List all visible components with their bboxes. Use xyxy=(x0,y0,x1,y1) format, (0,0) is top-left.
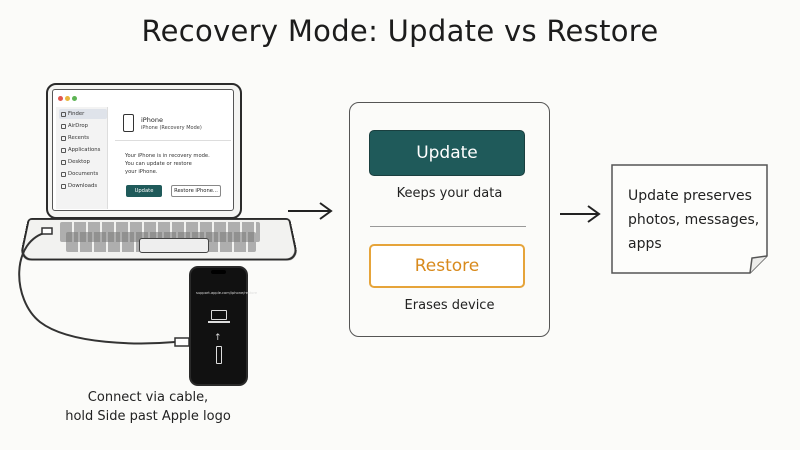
applications-icon xyxy=(61,147,66,153)
iphone xyxy=(189,266,248,386)
sidebar-item-airdrop[interactable]: AirDrop xyxy=(59,121,107,131)
trackpad xyxy=(139,238,209,253)
sidebar-item-recents[interactable]: Recents xyxy=(59,133,107,143)
up-arrow-icon: ↑ xyxy=(214,333,222,343)
arrow-right-icon xyxy=(560,205,601,223)
minimize-dot-icon xyxy=(65,96,70,101)
page-title: Recovery Mode: Update vs Restore xyxy=(141,14,659,48)
restore-option[interactable]: Restore xyxy=(369,244,525,288)
laptop-icon-base xyxy=(208,321,230,323)
device-status: iPhone (Recovery Mode) xyxy=(141,125,202,131)
update-description: Keeps your data xyxy=(396,186,503,201)
support-url: support.apple.com/iphone/restore xyxy=(196,291,258,295)
finder-window: Finder AirDrop Recents Applications Desk… xyxy=(52,89,234,211)
document-icon xyxy=(61,171,66,177)
cable-icon xyxy=(216,346,222,364)
download-icon xyxy=(61,183,66,189)
restore-iphone-button[interactable]: Restore iPhone... xyxy=(171,185,221,197)
zoom-dot-icon xyxy=(72,96,77,101)
note-card xyxy=(611,164,768,274)
note-text: Update preserves photos, messages, apps xyxy=(628,188,760,252)
sidebar-item-downloads[interactable]: Downloads xyxy=(59,181,107,191)
sidebar-item-finder[interactable]: Finder xyxy=(59,109,107,119)
clock-icon xyxy=(61,135,66,141)
finder-sidebar: Finder AirDrop Recents Applications Desk… xyxy=(56,107,108,209)
finder-icon xyxy=(61,111,66,117)
arrow-right-icon xyxy=(288,202,333,220)
sidebar-item-desktop[interactable]: Desktop xyxy=(59,157,107,167)
device-name: iPhone xyxy=(141,116,163,124)
phone-notch xyxy=(211,270,226,274)
airdrop-icon xyxy=(61,123,66,129)
iphone-icon xyxy=(123,114,134,132)
update-option[interactable]: Update xyxy=(369,130,525,176)
recovery-message: Your iPhone is in recovery mode. You can… xyxy=(125,153,210,175)
sidebar-item-applications[interactable]: Applications xyxy=(59,145,107,155)
laptop-icon xyxy=(211,310,227,320)
restore-description: Erases device xyxy=(404,298,495,313)
connect-caption: Connect via cable, hold Side past Apple … xyxy=(65,390,231,424)
desktop-icon xyxy=(61,159,66,165)
sidebar-item-documents[interactable]: Documents xyxy=(59,169,107,179)
update-button[interactable]: Update xyxy=(126,185,162,197)
divider xyxy=(115,140,231,141)
options-divider xyxy=(370,226,526,227)
close-dot-icon xyxy=(58,96,63,101)
